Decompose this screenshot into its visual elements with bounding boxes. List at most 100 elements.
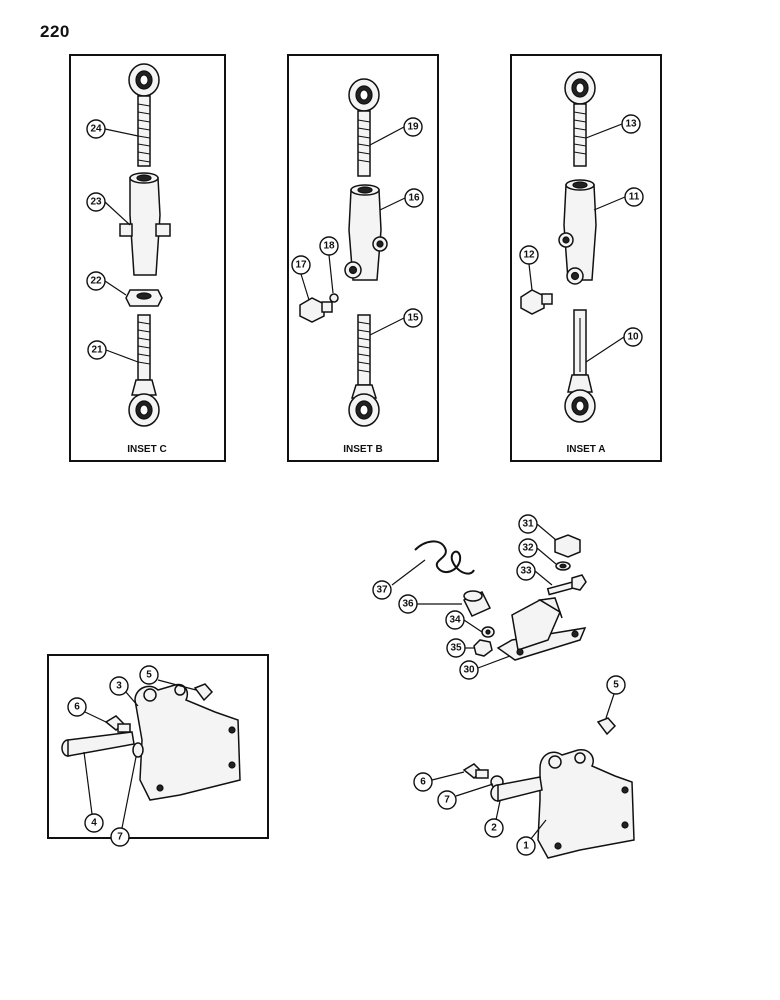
svg-text:12: 12 bbox=[523, 250, 535, 261]
svg-text:13: 13 bbox=[625, 119, 637, 130]
callout-15: 15 bbox=[403, 308, 423, 328]
nut-22 bbox=[125, 289, 163, 307]
callout-5-right: 5 bbox=[606, 675, 626, 695]
callout-35: 35 bbox=[446, 638, 466, 658]
callout-2: 2 bbox=[484, 818, 504, 838]
bracket-box-left bbox=[47, 654, 269, 839]
callout-17: 17 bbox=[291, 255, 311, 275]
sleeve-11 bbox=[558, 179, 597, 285]
svg-text:19: 19 bbox=[407, 122, 419, 133]
inset-a-panel: INSET A bbox=[510, 54, 662, 462]
svg-text:33: 33 bbox=[520, 566, 532, 577]
svg-text:35: 35 bbox=[450, 643, 462, 654]
callouts: 24 23 22 21 19 16 17 18 15 13 11 12 10 3… bbox=[67, 114, 644, 856]
svg-text:6: 6 bbox=[420, 777, 426, 788]
svg-text:34: 34 bbox=[449, 615, 461, 626]
rod-end-19 bbox=[348, 78, 380, 177]
callout-33: 33 bbox=[516, 561, 536, 581]
callout-32: 32 bbox=[518, 538, 538, 558]
sleeve-16 bbox=[344, 184, 388, 281]
bracket-assembly-center bbox=[414, 534, 587, 661]
callout-31: 31 bbox=[518, 514, 538, 534]
screw-17 bbox=[299, 297, 333, 323]
inset-c-panel: INSET C bbox=[69, 54, 226, 462]
spring-clip-37 bbox=[414, 540, 475, 575]
bolt-31 bbox=[554, 534, 581, 558]
ball-18 bbox=[329, 293, 339, 303]
svg-text:15: 15 bbox=[407, 313, 419, 324]
nut-34 bbox=[481, 626, 495, 638]
svg-text:22: 22 bbox=[90, 276, 102, 287]
callout-4: 4 bbox=[84, 813, 104, 833]
callout-19: 19 bbox=[403, 117, 423, 137]
callout-10: 10 bbox=[623, 327, 643, 347]
svg-text:32: 32 bbox=[522, 543, 534, 554]
callout-13: 13 bbox=[621, 114, 641, 134]
bracket-assembly-right bbox=[462, 717, 635, 859]
svg-text:6: 6 bbox=[74, 702, 80, 713]
svg-text:7: 7 bbox=[117, 832, 123, 843]
callout-18: 18 bbox=[319, 236, 339, 256]
svg-text:36: 36 bbox=[402, 599, 414, 610]
callout-11: 11 bbox=[624, 187, 644, 207]
retainer-5-right bbox=[596, 717, 617, 736]
svg-text:7: 7 bbox=[444, 795, 450, 806]
rod-end-15 bbox=[348, 314, 380, 427]
svg-text:5: 5 bbox=[613, 680, 619, 691]
svg-text:17: 17 bbox=[295, 260, 307, 271]
callout-5: 5 bbox=[139, 665, 159, 685]
svg-text:11: 11 bbox=[629, 192, 640, 203]
callout-34: 34 bbox=[445, 610, 465, 630]
svg-text:30: 30 bbox=[463, 665, 475, 676]
bolt-33 bbox=[546, 574, 587, 596]
rod-end-24 bbox=[128, 63, 160, 167]
callout-30: 30 bbox=[459, 660, 479, 680]
inset-c-label: INSET C bbox=[127, 444, 166, 455]
callout-16: 16 bbox=[404, 188, 424, 208]
bolt-6 bbox=[104, 715, 131, 733]
callout-7: 7 bbox=[110, 827, 130, 847]
callout-37: 37 bbox=[372, 580, 392, 600]
callout-24: 24 bbox=[86, 119, 106, 139]
callout-12: 12 bbox=[519, 245, 539, 265]
callout-3: 3 bbox=[109, 676, 129, 696]
svg-text:1: 1 bbox=[523, 841, 529, 852]
svg-text:18: 18 bbox=[323, 241, 335, 252]
rod-end-10 bbox=[564, 309, 596, 423]
svg-text:16: 16 bbox=[408, 193, 420, 204]
callout-6-right: 6 bbox=[413, 772, 433, 792]
svg-text:4: 4 bbox=[91, 818, 97, 829]
callout-7-right: 7 bbox=[437, 790, 457, 810]
washer-32 bbox=[555, 561, 571, 571]
inset-b-panel: INSET B bbox=[287, 54, 439, 462]
rod-end-21 bbox=[128, 314, 160, 427]
callout-23: 23 bbox=[86, 192, 106, 212]
svg-text:31: 31 bbox=[522, 519, 534, 530]
svg-text:21: 21 bbox=[91, 345, 103, 356]
svg-text:3: 3 bbox=[116, 681, 122, 692]
rod-end-13 bbox=[564, 71, 596, 167]
pin-2 bbox=[490, 776, 543, 802]
inset-a-label: INSET A bbox=[566, 444, 605, 455]
callout-6: 6 bbox=[67, 697, 87, 717]
bushing-36 bbox=[462, 590, 492, 617]
svg-text:5: 5 bbox=[146, 670, 152, 681]
page-number: 220 bbox=[40, 22, 70, 41]
nut-35 bbox=[473, 639, 493, 657]
inset-b-label: INSET B bbox=[343, 444, 382, 455]
svg-text:23: 23 bbox=[90, 197, 102, 208]
callout-1: 1 bbox=[516, 836, 536, 856]
svg-text:37: 37 bbox=[376, 585, 388, 596]
callout-36: 36 bbox=[398, 594, 418, 614]
pin-4 bbox=[61, 731, 135, 757]
callout-21: 21 bbox=[87, 340, 107, 360]
screw-12 bbox=[520, 289, 553, 315]
leader-lines bbox=[83, 123, 626, 841]
retainer-5 bbox=[193, 683, 214, 702]
svg-text:2: 2 bbox=[491, 823, 497, 834]
bracket-1 bbox=[537, 749, 635, 859]
washer-7 bbox=[132, 742, 144, 758]
bracket-30 bbox=[496, 597, 587, 661]
bracket-3 bbox=[134, 683, 241, 801]
